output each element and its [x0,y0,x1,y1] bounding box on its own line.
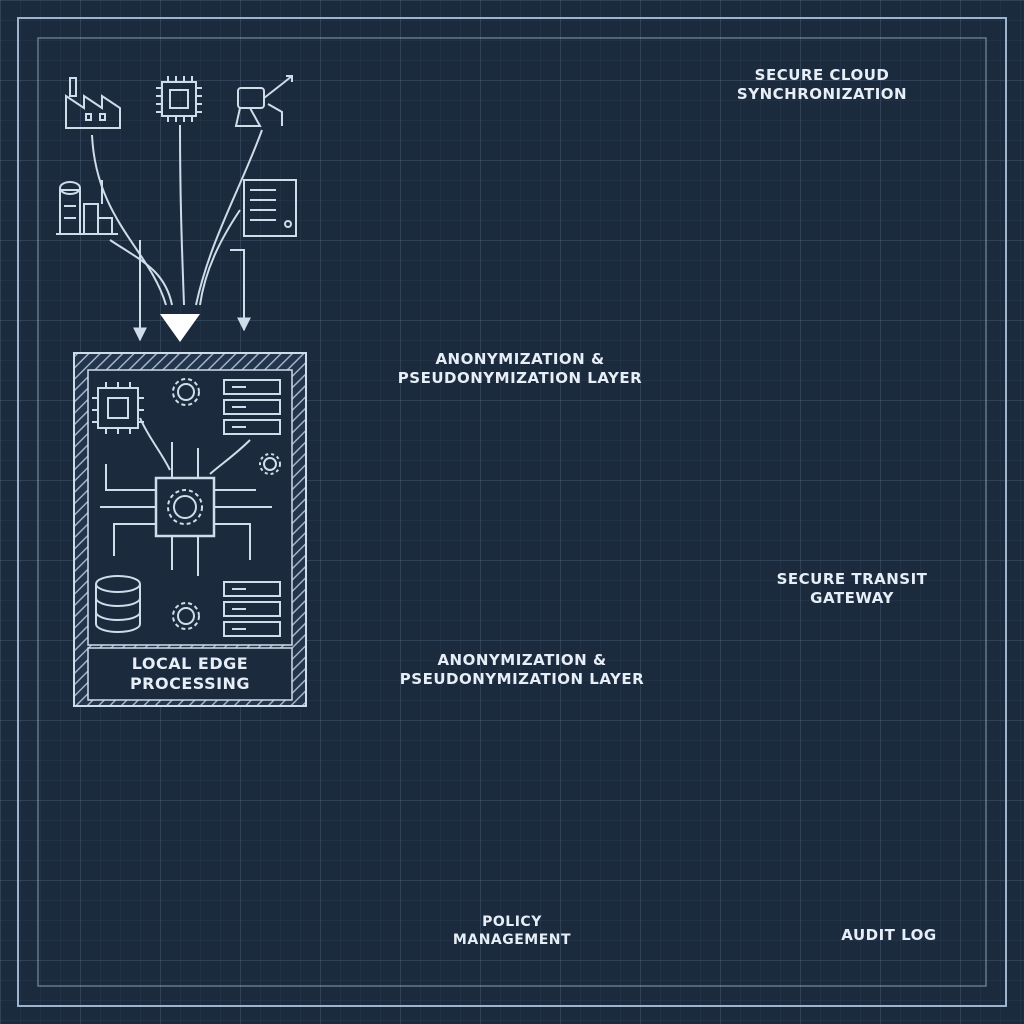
anon-top-line1: ANONYMIZATION & [435,350,605,368]
audit-log-label: AUDIT LOG [826,926,952,945]
transit-label-line2: GATEWAY [810,588,894,607]
server-stack-icon [223,581,281,637]
outer-frame [17,17,1007,1007]
cloud-label-line1: SECURE CLOUD [754,66,890,84]
refinery-icon [56,180,118,235]
server-rack-icon [243,179,297,237]
gear-icon [172,378,200,406]
chip-icon [156,76,202,122]
sensor-feed-lines [91,124,263,342]
cloud-label-line2: SYNCHRONIZATION [736,84,908,103]
anon-bottom-line1: ANONYMIZATION & [437,651,607,669]
database-icon [95,575,141,633]
policy-label-line2: MANAGEMENT [452,931,572,948]
audit-label-text: AUDIT LOG [841,926,937,944]
anon-layer-bottom-label: ANONYMIZATION & PSEUDONYMIZATION LAYER [390,651,654,689]
factory-icon [65,77,121,129]
cloud-sync-label: SECURE CLOUD SYNCHRONIZATION [680,66,964,104]
anon-top-line2: PSEUDONYMIZATION LAYER [397,368,643,387]
gear-icon [172,602,200,630]
policy-label-line1: POLICY [482,914,542,930]
robot-arm-icon [234,75,293,127]
edge-label-line2: PROCESSING [129,674,251,693]
edge-input-arrow [160,314,200,342]
gear-icon [259,453,281,475]
chip-icon [92,382,144,434]
policy-management-label: POLICY MANAGEMENT [440,914,584,949]
server-stack-icon [223,379,281,435]
transit-gateway-label: SECURE TRANSIT GATEWAY [758,570,946,608]
central-processor-icon [100,417,272,576]
edge-label-line1: LOCAL EDGE [131,654,249,673]
transit-label-line1: SECURE TRANSIT [776,570,928,588]
anon-layer-top-label: ANONYMIZATION & PSEUDONYMIZATION LAYER [360,350,680,388]
edge-processing-label: LOCAL EDGE PROCESSING [90,654,290,694]
anon-bottom-line2: PSEUDONYMIZATION LAYER [399,669,645,688]
